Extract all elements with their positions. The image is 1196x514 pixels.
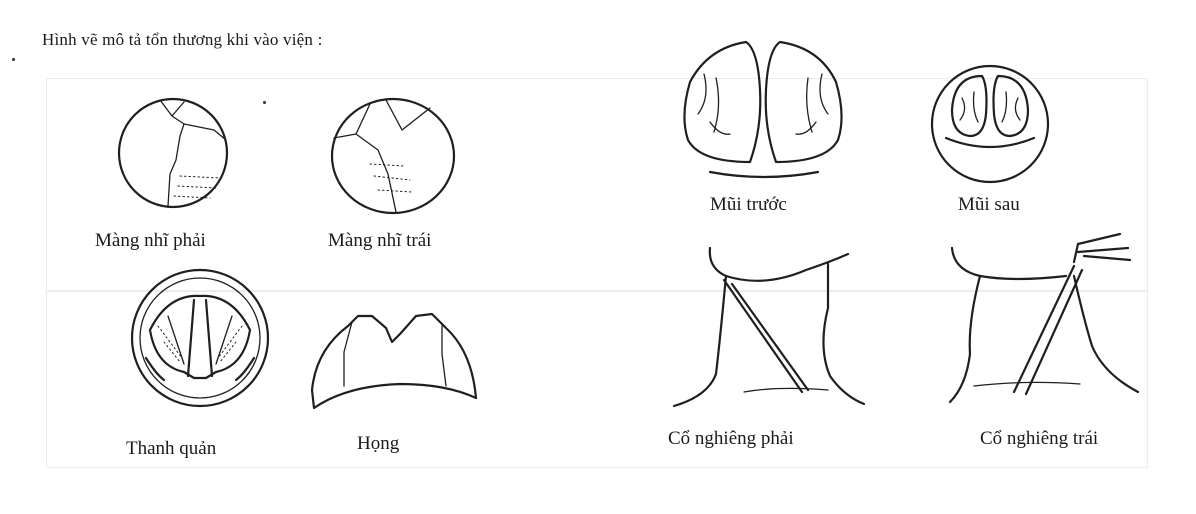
neck-left-caption: Cổ nghiêng trái bbox=[980, 428, 1099, 449]
bleed-through-line bbox=[46, 290, 1148, 292]
anterior-nose-drawing bbox=[683, 40, 843, 179]
neck-right-drawing bbox=[672, 246, 866, 408]
posterior-nose-drawing bbox=[930, 64, 1050, 184]
bleed-through-frame bbox=[46, 78, 1148, 468]
larynx-drawing bbox=[130, 268, 270, 408]
anterior-nose-caption: Mũi trước bbox=[710, 194, 787, 215]
right-eardrum-drawing bbox=[117, 97, 229, 209]
page-heading: Hình vẽ mô tả tổn thương khi vào viện : bbox=[42, 30, 323, 49]
neck-right-caption: Cổ nghiêng phải bbox=[668, 428, 794, 449]
throat-caption: Họng bbox=[357, 433, 400, 454]
left-eardrum-drawing bbox=[330, 97, 456, 215]
larynx-caption: Thanh quản bbox=[126, 438, 217, 459]
ink-speck bbox=[12, 58, 15, 61]
throat-drawing bbox=[310, 312, 478, 410]
neck-left-drawing bbox=[948, 232, 1140, 404]
left-eardrum-caption: Màng nhĩ trái bbox=[328, 230, 432, 251]
posterior-nose-caption: Mũi sau bbox=[958, 194, 1020, 215]
right-eardrum-caption: Màng nhĩ phải bbox=[95, 230, 206, 251]
ink-speck bbox=[263, 101, 266, 104]
